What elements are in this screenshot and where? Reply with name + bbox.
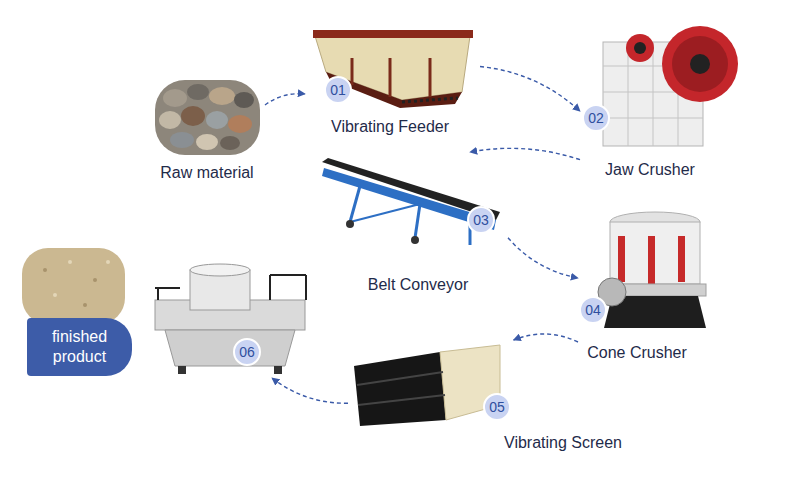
vibrating-screen-picture-part (354, 352, 446, 426)
flow-arrow (265, 94, 305, 105)
sand-maker-picture-part (190, 264, 250, 276)
machine-label: Vibrating Feeder (331, 117, 449, 136)
sand-making-machine: 06 (146, 262, 314, 378)
sand-picture-part (68, 260, 72, 264)
callout-number: 02 (582, 104, 610, 132)
jaw-crusher-picture-part (634, 42, 646, 54)
belt-conveyor-picture-part (350, 204, 420, 222)
flow-arrow (470, 148, 580, 159)
belt-conveyor-picture-part (346, 220, 354, 228)
raw-material-picture-part (228, 115, 252, 133)
jaw-crusher-picture-part (626, 34, 654, 62)
vibrating-screen: 05Vibrating Screen (348, 340, 624, 455)
machine-label: Cone Crusher (587, 343, 687, 362)
belt-conveyor-picture-part (411, 236, 419, 244)
finished-product-box: finished product (27, 318, 132, 376)
raw-material-picture-part (181, 106, 205, 126)
raw-material-picture-part (155, 80, 260, 155)
jaw-crusher-picture-part (662, 26, 738, 102)
vibrating-screen-picture (354, 345, 500, 426)
jaw-crusher-picture-part (653, 42, 654, 146)
vibrating-feeder-picture-part (313, 30, 473, 38)
raw-material-picture-part (209, 87, 235, 105)
vibrating-feeder-picture (313, 30, 473, 108)
belt-conveyor-picture-part (415, 204, 420, 238)
jaw-crusher-picture-part (672, 36, 728, 92)
cone-crusher-picture (598, 212, 706, 328)
raw-material-picture-part (220, 136, 240, 150)
sand-maker-picture-part (305, 275, 307, 300)
sand-maker-picture (155, 264, 306, 374)
cone-crusher-picture-part (648, 236, 655, 286)
jaw-crusher-picture-part (690, 54, 710, 74)
callout-number: 06 (233, 338, 261, 366)
sand-maker-picture-part (270, 274, 306, 276)
sand-picture-part (93, 278, 97, 282)
raw-material: Raw material (150, 78, 265, 186)
raw-material-picture-part (159, 111, 181, 129)
raw-material-picture-part (163, 89, 187, 107)
flow-arrow (508, 238, 578, 278)
sand-picture-part (106, 260, 110, 264)
callout-number: 01 (324, 76, 352, 104)
raw-material-picture-part (234, 92, 254, 108)
vibrating-feeder-picture-part (429, 58, 432, 97)
sand-maker-picture-part (157, 288, 159, 300)
sand-picture-part (53, 293, 57, 297)
raw-material-picture-part (187, 84, 209, 100)
machine-label: Vibrating Screen (504, 433, 622, 452)
flow-arrow (480, 67, 580, 112)
raw-material-picture-part (206, 111, 228, 129)
raw-material-picture-part (170, 132, 194, 148)
sand-picture-part (43, 268, 47, 272)
raw-material-picture (155, 80, 260, 155)
callout-number: 03 (467, 206, 495, 234)
cone-crusher-picture-part (618, 236, 625, 282)
machine-label: Raw material (160, 163, 253, 182)
callout-number: 04 (579, 296, 607, 324)
callout-number: 05 (483, 393, 511, 421)
sand-picture-part (22, 248, 125, 324)
cone-crusher-picture-part (678, 236, 685, 282)
flow-arrow (514, 334, 578, 342)
vibrating-feeder-picture-part (351, 58, 354, 85)
box-text: finished product (33, 327, 126, 367)
sand-picture (22, 248, 125, 324)
jaw-crusher-picture (603, 26, 738, 146)
belt-conveyor-picture-part (350, 186, 360, 222)
cone-crusher: 04Cone Crusher (578, 206, 718, 366)
vibrating-feeder: 01Vibrating Feeder (305, 28, 480, 138)
flow-arrow (272, 378, 348, 403)
machine-label: Jaw Crusher (605, 160, 695, 179)
belt-conveyor-picture (322, 158, 500, 245)
jaw-crusher-picture-part (628, 42, 629, 146)
sand-maker-picture-part (269, 275, 271, 300)
vibrating-feeder-picture-part (402, 98, 458, 102)
sand-picture-part (83, 303, 87, 307)
machine-label: Belt Conveyor (368, 275, 469, 294)
belt-conveyor: 03Belt Conveyor (318, 152, 508, 295)
jaw-crusher: 02Jaw Crusher (580, 22, 740, 184)
raw-material-picture-part (196, 134, 218, 150)
sand-maker-picture-part (165, 330, 295, 366)
sand-maker-picture-part (178, 366, 186, 374)
sand-maker-picture-part (274, 366, 282, 374)
vibrating-screen-picture-part (358, 395, 445, 405)
vibrating-feeder-picture-part (389, 58, 392, 97)
vibrating-screen-picture-part (357, 372, 443, 385)
